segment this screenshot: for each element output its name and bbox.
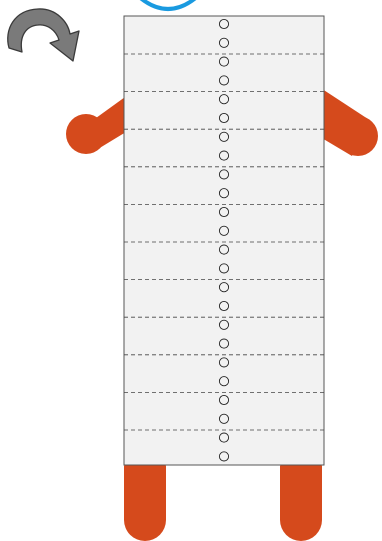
punch-hole (219, 226, 228, 235)
punch-hole (219, 339, 228, 348)
punch-hole (219, 151, 228, 160)
right-leg[interactable] (280, 453, 322, 541)
punch-hole (219, 38, 228, 47)
punch-hole (219, 132, 228, 141)
punch-hole (219, 377, 228, 386)
punch-hole (219, 113, 228, 122)
punch-hole (219, 433, 228, 442)
punch-hole (219, 320, 228, 329)
punch-hole (219, 207, 228, 216)
punch-hole (219, 301, 228, 310)
punch-hole (219, 57, 228, 66)
punch-hole (219, 452, 228, 461)
punch-hole (219, 95, 228, 104)
punch-hole (219, 414, 228, 423)
punch-hole (219, 189, 228, 198)
punch-hole (219, 395, 228, 404)
left-leg[interactable] (124, 453, 166, 541)
punch-hole (219, 19, 228, 28)
punch-hole (219, 170, 228, 179)
partial-ring-icon (138, 0, 198, 9)
punch-hole (219, 358, 228, 367)
rotate-clockwise-arrow-icon[interactable] (8, 9, 79, 61)
punch-hole (219, 264, 228, 273)
punch-hole (219, 76, 228, 85)
punch-hole (219, 283, 228, 292)
punch-hole (219, 245, 228, 254)
